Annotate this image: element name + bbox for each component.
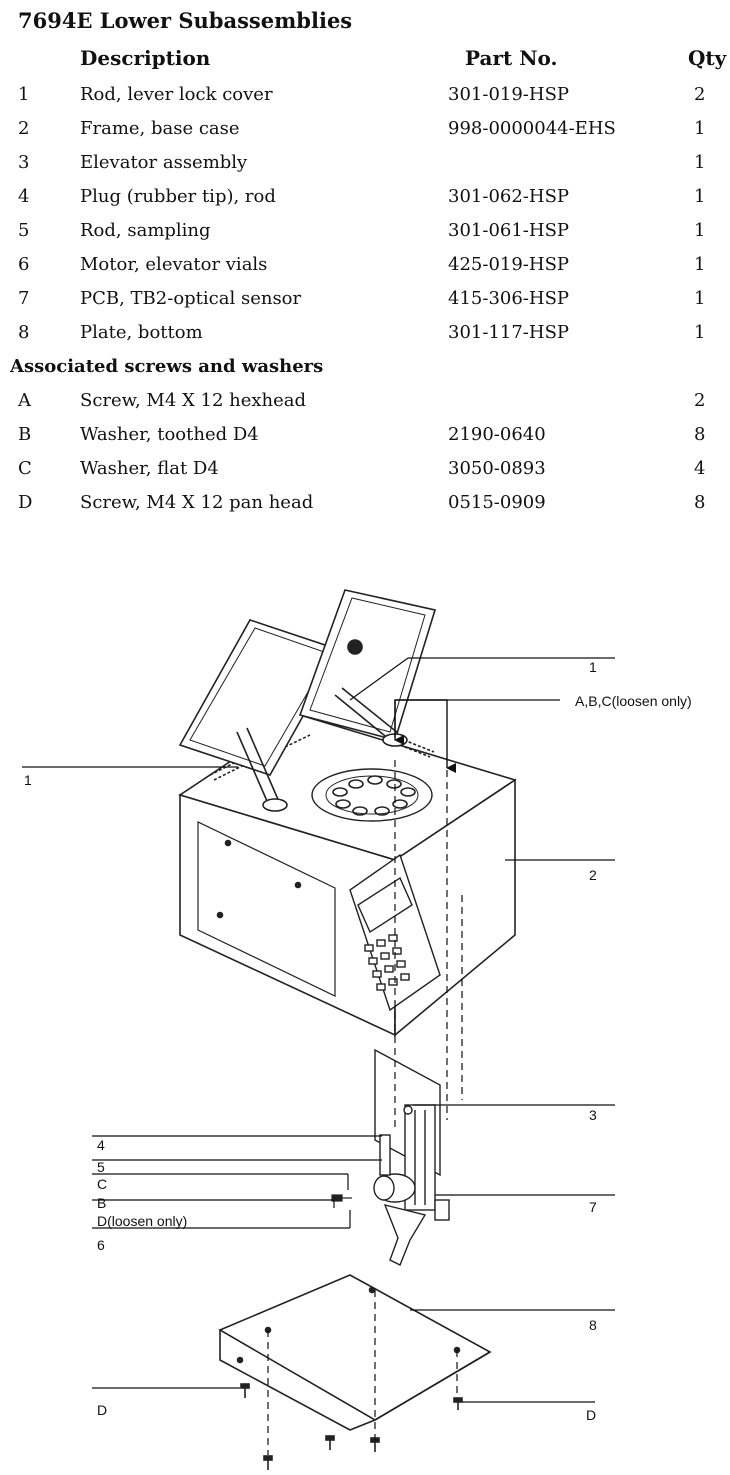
callout-d-right: D	[586, 1407, 596, 1423]
item-part-no: 0515-0909	[448, 492, 546, 513]
item-part-no: 2190-0640	[448, 424, 546, 445]
item-description: PCB, TB2-optical sensor	[80, 288, 302, 309]
item-description: Motor, elevator vials	[80, 254, 268, 275]
base-case	[178, 714, 517, 1037]
callout-d-left: D	[97, 1402, 107, 1418]
item-number: 3	[18, 152, 30, 173]
table-row: 4 Plug (rubber tip), rod 301-062-HSP 1	[0, 186, 730, 220]
item-description: Screw, M4 X 12 pan head	[80, 492, 314, 513]
item-qty: 2	[694, 84, 706, 105]
header-part-no: Part No.	[465, 46, 558, 70]
table-row: C Washer, flat D4 3050-0893 4	[0, 458, 730, 492]
item-part-no: 301-019-HSP	[448, 84, 570, 105]
item-qty: 4	[694, 458, 706, 479]
item-part-no: 301-117-HSP	[448, 322, 570, 343]
item-part-no: 998-0000044-EHS	[448, 118, 616, 139]
page-title: 7694E Lower Subassemblies	[18, 8, 353, 33]
callout-3: 3	[589, 1107, 597, 1123]
elevator-assembly	[373, 1048, 450, 1266]
item-number: 7	[18, 288, 30, 309]
item-part-no: 415-306-HSP	[448, 288, 570, 309]
bottom-plate	[218, 1274, 492, 1431]
item-description: Frame, base case	[80, 118, 240, 139]
section-title: Associated screws and washers	[10, 356, 324, 377]
item-description: Plug (rubber tip), rod	[80, 186, 276, 207]
header-qty: Qty	[688, 46, 727, 70]
item-description: Screw, M4 X 12 hexhead	[80, 390, 307, 411]
screw-d-icon	[240, 1383, 463, 1470]
item-qty: 1	[694, 220, 706, 241]
table-row: A Screw, M4 X 12 hexhead 2	[0, 390, 730, 424]
callout-1-left: 1	[24, 772, 32, 788]
item-letter: D	[18, 492, 33, 513]
item-description: Rod, sampling	[80, 220, 211, 241]
exploded-diagram: 1 A,B,C(loosen only) 1 2 3 4 5 C B D(loo…	[22, 589, 692, 1470]
item-description: Washer, flat D4	[80, 458, 219, 479]
callout-7: 7	[589, 1199, 597, 1215]
item-part-no: 301-062-HSP	[448, 186, 570, 207]
callout-8: 8	[589, 1317, 597, 1333]
table-row: 5 Rod, sampling 301-061-HSP 1	[0, 220, 730, 254]
item-number: 2	[18, 118, 30, 139]
lids	[178, 589, 437, 812]
table-row: B Washer, toothed D4 2190-0640 8	[0, 424, 730, 458]
item-description: Plate, bottom	[80, 322, 203, 343]
callout-6: 6	[97, 1237, 105, 1253]
callout-1-top: 1	[589, 659, 597, 675]
callout-abc: A,B,C(loosen only)	[575, 693, 692, 709]
table-row: 7 PCB, TB2-optical sensor 415-306-HSP 1	[0, 288, 730, 322]
table-row: 1 Rod, lever lock cover 301-019-HSP 2	[0, 84, 730, 118]
table-row: 2 Frame, base case 998-0000044-EHS 1	[0, 118, 730, 152]
item-qty: 1	[694, 152, 706, 173]
callout-4: 4	[97, 1137, 105, 1153]
item-description: Rod, lever lock cover	[80, 84, 273, 105]
item-qty: 2	[694, 390, 706, 411]
table-row: 3 Elevator assembly 1	[0, 152, 730, 186]
item-number: 8	[18, 322, 30, 343]
item-letter: A	[18, 390, 31, 411]
table-row: 8 Plate, bottom 301-117-HSP 1	[0, 322, 730, 356]
item-qty: 8	[694, 424, 706, 445]
item-number: 5	[18, 220, 30, 241]
item-part-no: 3050-0893	[448, 458, 546, 479]
callout-c: C	[97, 1176, 107, 1192]
item-number: 6	[18, 254, 30, 275]
item-qty: 1	[694, 288, 706, 309]
table-row: D Screw, M4 X 12 pan head 0515-0909 8	[0, 492, 730, 526]
callout-2: 2	[589, 867, 597, 883]
item-letter: C	[18, 458, 32, 479]
item-number: 4	[18, 186, 30, 207]
item-qty: 1	[694, 322, 706, 343]
item-qty: 1	[694, 186, 706, 207]
item-qty: 1	[694, 118, 706, 139]
item-qty: 8	[694, 492, 706, 513]
callout-5: 5	[97, 1159, 105, 1175]
item-description: Elevator assembly	[80, 152, 248, 173]
item-part-no: 425-019-HSP	[448, 254, 570, 275]
header-description: Description	[80, 46, 211, 70]
screw-b-icon	[331, 1194, 352, 1202]
callout-d-loosen: D(loosen only)	[97, 1213, 187, 1229]
item-description: Washer, toothed D4	[80, 424, 259, 445]
callout-b: B	[97, 1195, 106, 1211]
item-number: 1	[18, 84, 30, 105]
item-letter: B	[18, 424, 32, 445]
item-part-no: 301-061-HSP	[448, 220, 570, 241]
leader-lines	[22, 657, 615, 1403]
item-qty: 1	[694, 254, 706, 275]
assembly-lines	[267, 760, 463, 1455]
table-row: 6 Motor, elevator vials 425-019-HSP 1	[0, 254, 730, 288]
